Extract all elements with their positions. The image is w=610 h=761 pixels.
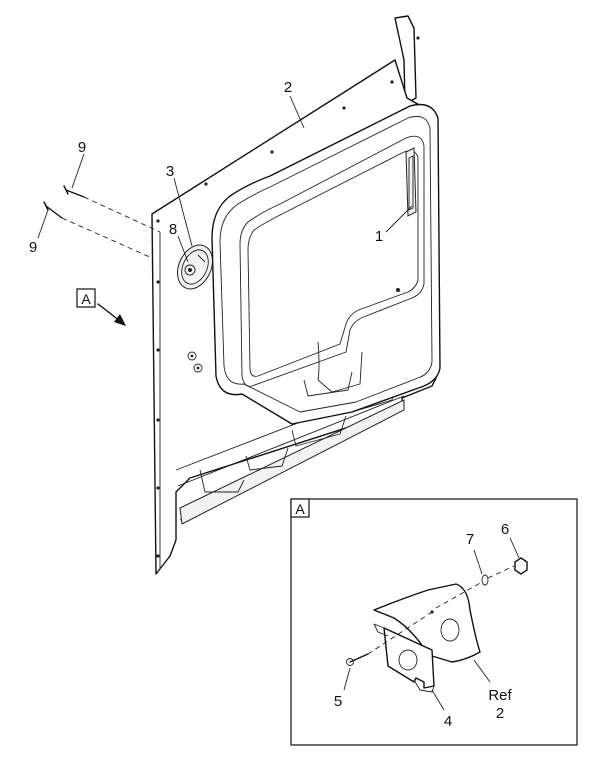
leader-ref2 [473,659,491,683]
detail-a-title: A [295,501,305,517]
panel-fasteners [187,351,203,373]
callout-3: 3 [166,163,174,180]
screw-9-lower [43,201,153,259]
window-frame [211,103,441,425]
callout-6: 6 [501,521,509,538]
detail-a-frame [290,498,578,746]
callout-1: 1 [375,228,383,245]
callout-9-lower: 9 [29,239,37,256]
callout-7: 7 [466,531,474,548]
view-a-arrow [97,303,126,326]
callout-4: 4 [444,713,452,730]
view-a-marker: A [81,291,91,307]
detail-a: A 6 [290,498,578,746]
vent-assembly [177,244,213,290]
callout-5: 5 [334,693,342,710]
screw-9-upper [63,185,161,233]
washer-7 [435,574,489,609]
view-a-box [76,288,96,308]
leader-4 [431,689,445,711]
bracket [373,583,481,693]
leader-5 [343,667,351,691]
leader-7 [473,549,483,575]
edge-rivets [156,36,420,558]
callout-2: 2 [284,79,292,96]
callout-ref-num: 2 [496,705,504,722]
screw-5 [346,611,433,666]
callout-8: 8 [169,221,177,238]
nut-6 [487,557,528,579]
callout-ref-word: Ref [488,687,512,704]
detail-a-title-box [290,498,310,518]
latch-handle [405,147,417,217]
leader-6 [509,537,520,559]
callout-9-upper: 9 [78,139,86,156]
leader-lines [37,95,413,263]
